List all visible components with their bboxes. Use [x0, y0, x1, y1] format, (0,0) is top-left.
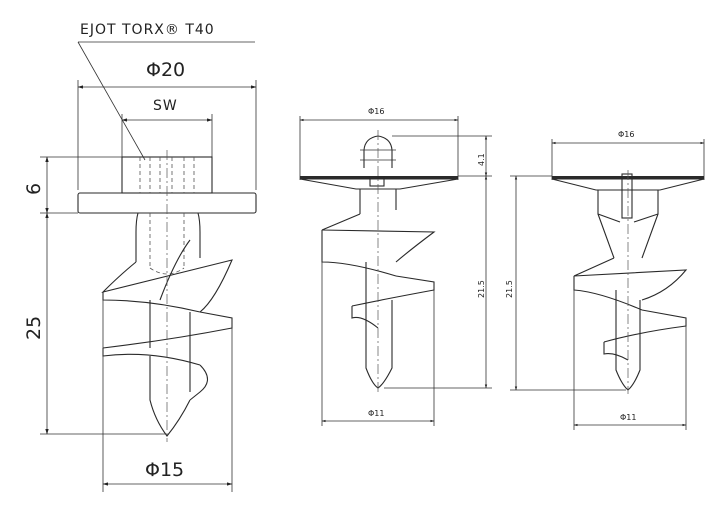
head-height-label-2: 4.1 [477, 153, 486, 166]
callout-label: EJOT TORX® T40 [80, 22, 215, 38]
thread-diameter-label-3: Φ11 [620, 413, 636, 422]
anchor-drawing-2: Φ16 4.1 21.5 Φ11 [299, 107, 492, 426]
length-label: 25 [23, 316, 45, 340]
head-diameter-label-2: Φ16 [368, 107, 384, 116]
anchor-drawing-1: EJOT TORX® T40 Φ20 SW [23, 22, 257, 492]
length-label-2: 21.5 [477, 280, 486, 298]
thread-diameter-label: Φ15 [145, 459, 184, 481]
drive-size-label: SW [153, 98, 178, 114]
head-diameter-label-3: Φ16 [618, 130, 634, 139]
thread-diameter-label-2: Φ11 [368, 409, 384, 418]
head-height-label: 6 [23, 183, 45, 195]
anchor-drawing-3: Φ16 21.5 Φ11 [505, 130, 705, 430]
head-diameter-label: Φ20 [146, 59, 185, 81]
length-label-3: 21.5 [505, 280, 514, 298]
